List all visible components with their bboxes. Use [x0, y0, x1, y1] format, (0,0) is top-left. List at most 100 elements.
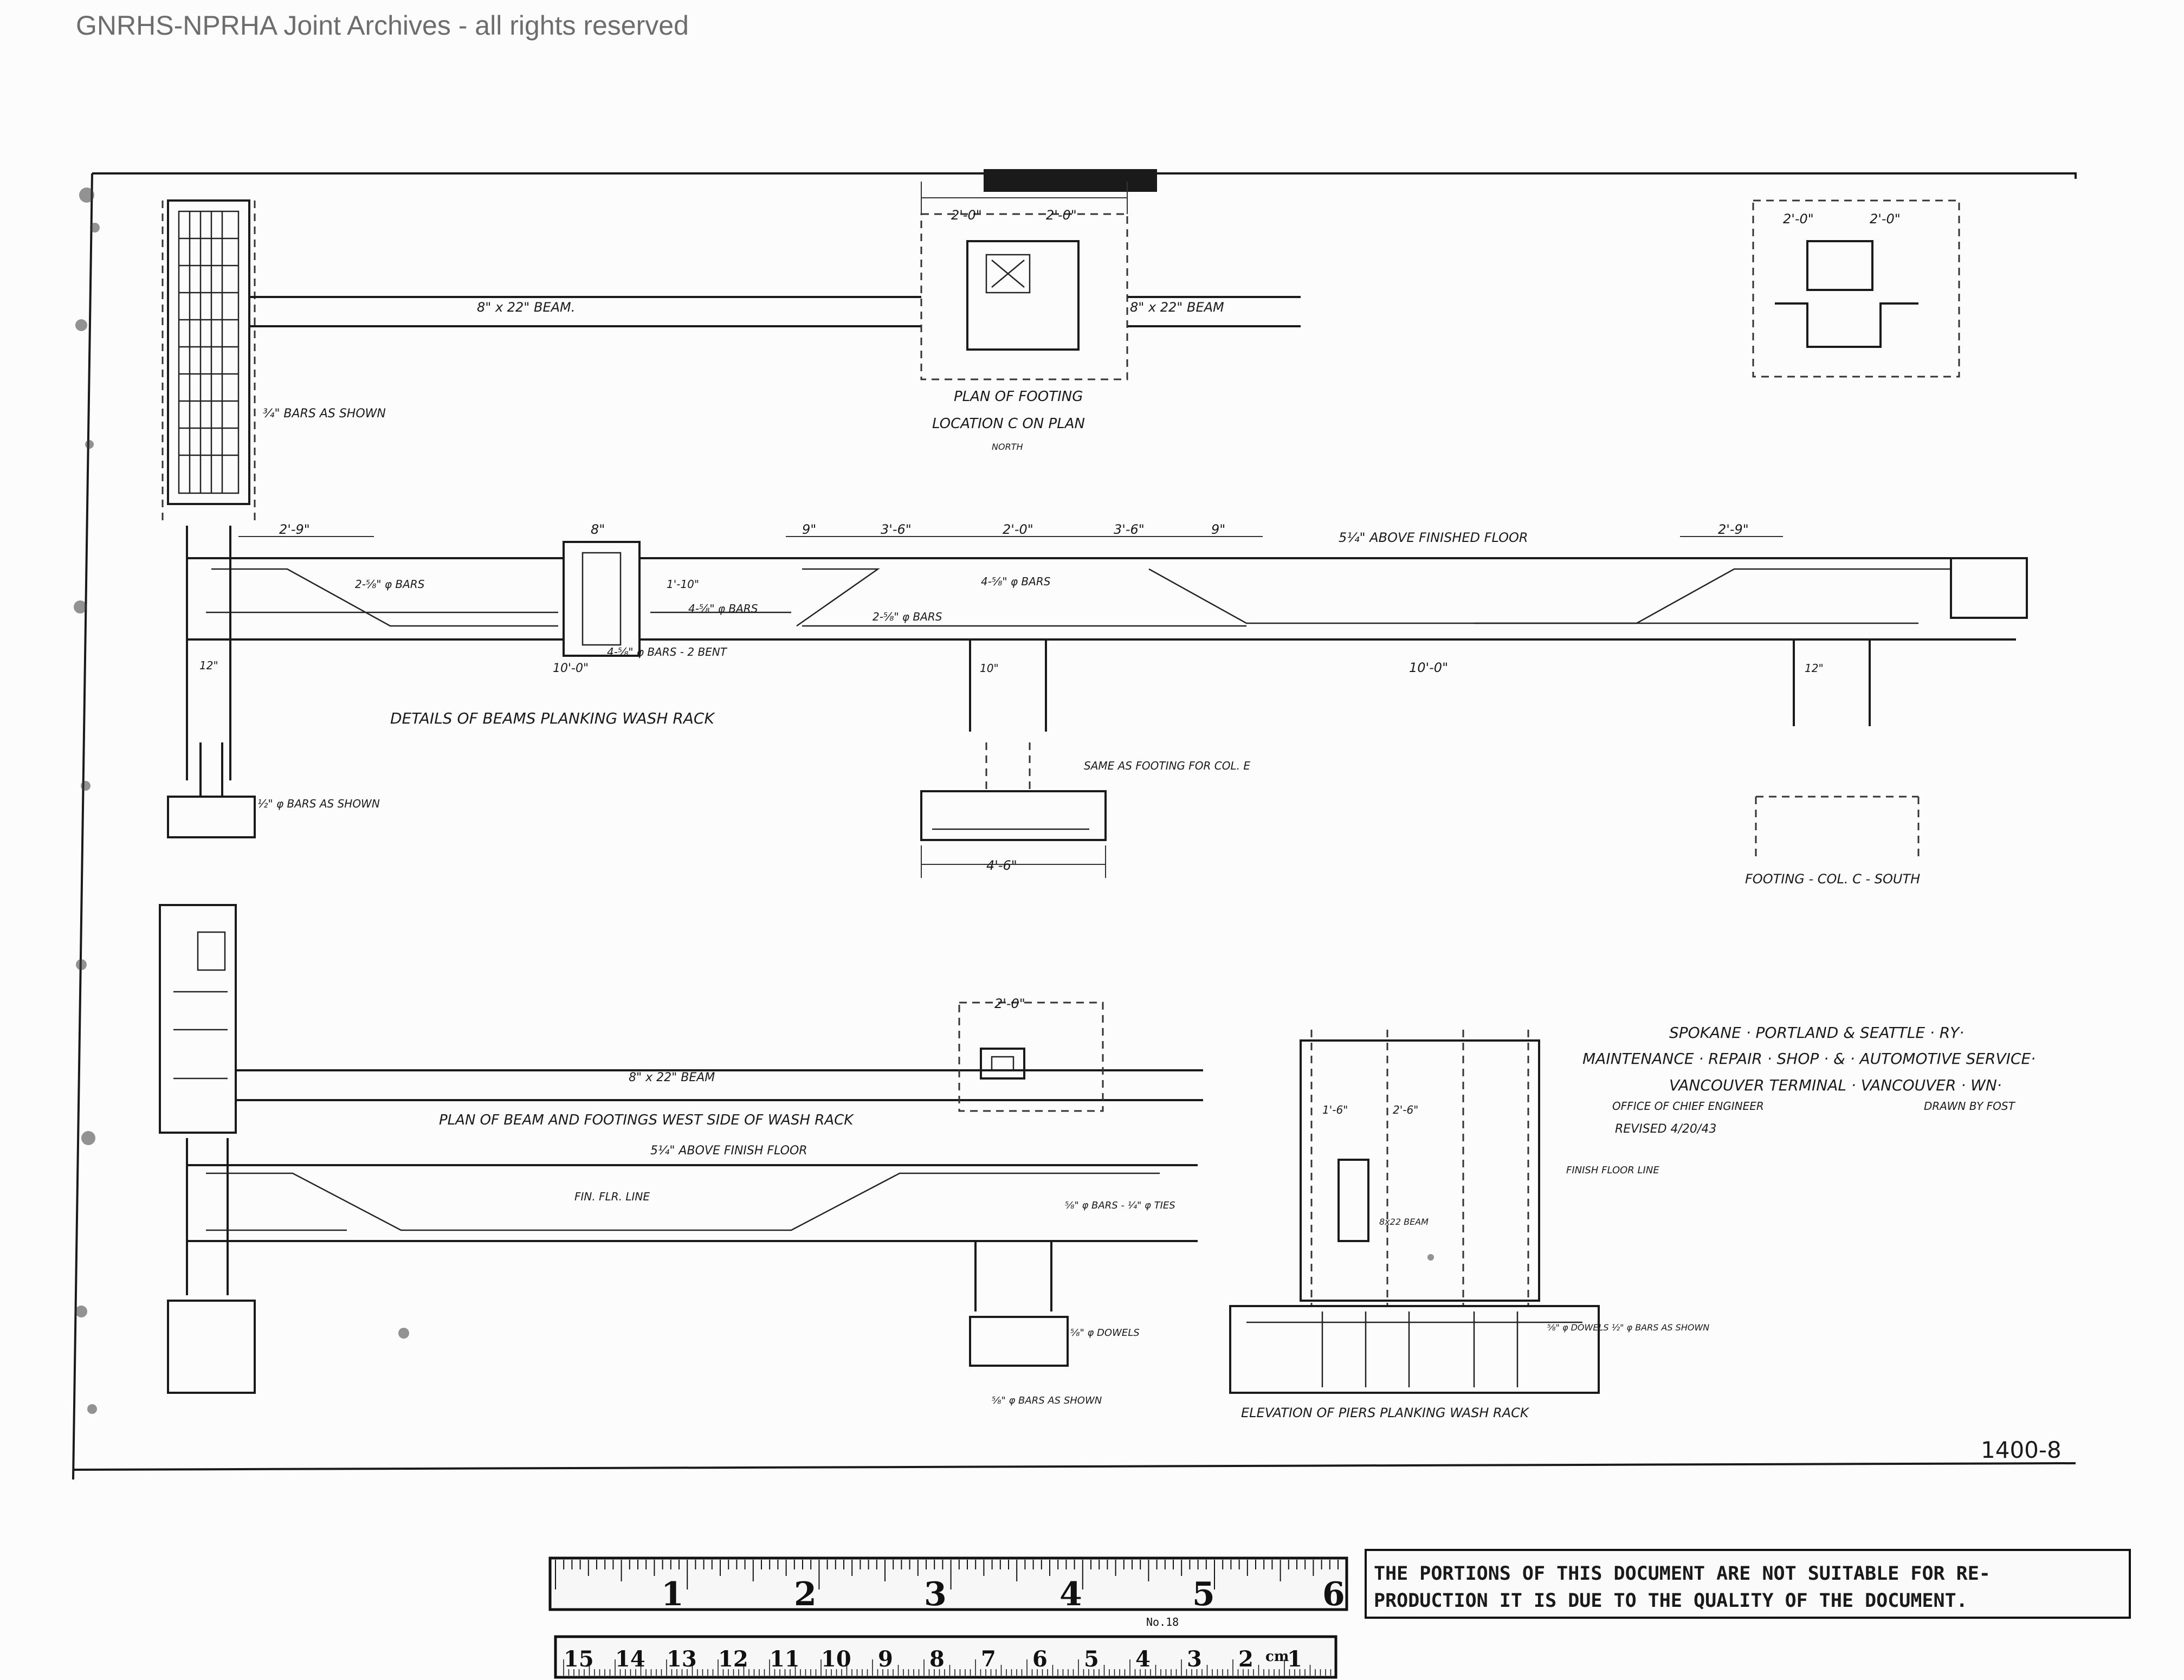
dim-10: 10" — [980, 662, 999, 675]
dim-3-6b: 3'-6" — [1114, 522, 1145, 537]
drawing-number: 1400-8 — [1981, 1437, 2062, 1463]
dim-2-6: 2'-6" — [1393, 1103, 1418, 1116]
bars-2-58: 2-⅝" φ BARS — [355, 578, 425, 591]
sheet-border — [72, 169, 2077, 1480]
elevation-piers: 1'-6" 2'-6" 8x22 BEAM FINISH FLOOR LINE … — [1229, 1030, 1709, 1420]
bars-as-shown-3: ⅝" φ BARS AS SHOWN — [992, 1395, 1102, 1406]
cm-8: 8 — [929, 1646, 945, 1672]
left-lower-column — [159, 904, 256, 1394]
cm-unit: cm — [1265, 1649, 1289, 1665]
plan-of-footing: 2'-0" 2'-0" PLAN OF FOOTING LOCATION C O… — [920, 182, 1128, 452]
notice-line-1: THE PORTIONS OF THIS DOCUMENT ARE NOT SU… — [1374, 1563, 1991, 1585]
title-strip-black — [984, 169, 1157, 192]
inch-2: 2 — [794, 1575, 817, 1613]
dim-2-0c: 2'-0" — [1783, 211, 1814, 227]
cm-3: 3 — [1187, 1646, 1202, 1672]
bars-as-shown-1: ¾" BARS AS SHOWN — [263, 407, 386, 421]
title-drawn-by: DRAWN BY FOST — [1924, 1100, 2016, 1113]
dim-2-0b: 2'-0" — [1046, 208, 1077, 223]
fin-flr-line: FIN. FLR. LINE — [574, 1190, 650, 1203]
inch-4: 4 — [1059, 1575, 1082, 1613]
damage-speckle — [74, 188, 1434, 1414]
title-railway: SPOKANE · PORTLAND & SEATTLE · RY· — [1669, 1024, 1964, 1042]
dim-1-6: 1'-6" — [1322, 1103, 1348, 1116]
cm-1: 1 — [1287, 1646, 1302, 1672]
beam-label-small: 8x22 BEAM — [1379, 1217, 1429, 1227]
inch-5: 5 — [1192, 1575, 1215, 1613]
inch-6: 6 — [1322, 1575, 1345, 1613]
bars-as-shown-2: ½" φ BARS AS SHOWN — [257, 797, 380, 810]
dim-2-9: 2'-9" — [279, 522, 310, 537]
center-footing: 4'-6" 10" SAME AS FOOTING FOR COL. E — [920, 639, 1250, 878]
dim-2-0-west: 2'-0" — [994, 996, 1025, 1011]
right-footing-south: 12" FOOTING - COL. C - SOUTH — [1745, 639, 1920, 887]
cm-2: 2 — [1238, 1646, 1253, 1672]
dim-12b: 12" — [1805, 662, 1824, 675]
dim-3-6: 3'-6" — [881, 522, 912, 537]
dim-2-0-beam: 2'-0" — [1003, 522, 1033, 537]
beam-label-c: 8" x 22" BEAM — [629, 1071, 715, 1084]
dim-9b: 9" — [1211, 522, 1225, 537]
elevation-piers-label: ELEVATION OF PIERS PLANKING WASH RACK — [1241, 1405, 1530, 1420]
title-office: OFFICE OF CHIEF ENGINEER — [1612, 1100, 1764, 1113]
title-revised: REVISED 4/20/43 — [1615, 1122, 1716, 1136]
plan-of-footing-label: PLAN OF FOOTING — [954, 389, 1083, 405]
cm-ruler: 1 2 3 4 5 6 7 8 9 10 11 12 13 14 15 cm — [554, 1635, 1337, 1679]
footing-col-south: FOOTING - COL. C - SOUTH — [1745, 871, 1920, 887]
dim-12: 12" — [199, 659, 218, 672]
archive-notice: GNRHS-NPRHA Joint Archives - all rights … — [76, 10, 689, 41]
beam-label-b: 8" x 22" BEAM — [1130, 300, 1224, 315]
cm-9: 9 — [878, 1646, 893, 1672]
cm-12: 12 — [718, 1646, 748, 1672]
west-beam: 8" x 22" BEAM PLAN OF BEAM AND FOOTINGS … — [236, 996, 1203, 1128]
notice-line-2: PRODUCTION IT IS DUE TO THE QUALITY OF T… — [1374, 1590, 1968, 1612]
title-block: SPOKANE · PORTLAND & SEATTLE · RY· MAINT… — [1582, 1024, 2036, 1136]
left-column-plan — [161, 199, 256, 520]
title-location: VANCOUVER TERMINAL · VANCOUVER · WN· — [1669, 1076, 2002, 1094]
inch-ruler: 1 2 3 4 5 6 No.18 — [548, 1556, 1348, 1629]
inch-1: 1 — [661, 1575, 684, 1613]
title-facility: MAINTENANCE · REPAIR · SHOP · & · AUTOMO… — [1582, 1050, 2036, 1068]
bars-4-58-c: 4-⅝" φ BARS — [981, 575, 1051, 588]
dim-2-0d: 2'-0" — [1870, 211, 1901, 227]
cm-6: 6 — [1032, 1646, 1048, 1672]
ruler-model: No.18 — [1146, 1616, 1179, 1629]
top-right-footing: 2'-0" 2'-0" — [1752, 199, 1960, 378]
finish-floor-line: FINISH FLOOR LINE — [1566, 1165, 1659, 1176]
north-label: NORTH — [992, 442, 1023, 452]
cm-13: 13 — [667, 1646, 697, 1672]
dim-8: 8" — [591, 522, 605, 537]
dim-10-0: 10'-0" — [553, 662, 589, 675]
dim-1-10: 1'-10" — [667, 578, 699, 591]
location-c-label: LOCATION C ON PLAN — [932, 416, 1085, 432]
dim-4-6: 4'-6" — [986, 858, 1017, 873]
same-as-footing: SAME AS FOOTING FOR COL. E — [1084, 759, 1250, 772]
bars-4-58: 4-⅝" φ BARS — [688, 602, 758, 615]
plan-beam-footings: PLAN OF BEAM AND FOOTINGS WEST SIDE OF W… — [439, 1112, 854, 1128]
beam-label-a: 8" x 22" BEAM. — [477, 300, 575, 315]
cm-15: 15 — [564, 1646, 594, 1672]
dim-9: 9" — [802, 522, 816, 537]
reproduction-notice: THE PORTIONS OF THIS DOCUMENT ARE NOT SU… — [1365, 1549, 2131, 1619]
above-finished-floor: 5¼" ABOVE FINISHED FLOOR — [1339, 530, 1528, 545]
cm-11: 11 — [770, 1646, 800, 1672]
dim-2-9b: 2'-9" — [1718, 522, 1749, 537]
inch-3: 3 — [924, 1575, 947, 1613]
dim-10-0b: 10'-0" — [1409, 660, 1448, 675]
dowels-58: ⅝" φ DOWELS — [1070, 1327, 1140, 1339]
lower-beam-details: 5¼" ABOVE FINISH FLOOR FIN. FLR. LINE ⅝"… — [187, 1144, 1198, 1406]
bars-2-58-b: 2-⅝" φ BARS — [873, 610, 942, 623]
cm-5: 5 — [1084, 1646, 1099, 1672]
cm-4: 4 — [1135, 1646, 1151, 1672]
beam-details: 2'-9" 8" 9" 3'-6" 2'-0" 3'-6" 9" 2'-9" 5… — [167, 522, 2028, 838]
dim-2-0: 2'-0" — [951, 208, 982, 223]
cm-10: 10 — [821, 1646, 851, 1672]
cm-7: 7 — [981, 1646, 996, 1672]
above-finish-floor2: 5¼" ABOVE FINISH FLOOR — [650, 1144, 807, 1158]
details-beams-label: DETAILS OF BEAMS PLANKING WASH RACK — [390, 709, 715, 727]
top-beam: 8" x 22" BEAM. 8" x 22" BEAM — [249, 296, 1301, 327]
dowels-bars-shown: ⅝" φ DOWELS ½" φ BARS AS SHOWN — [1547, 1322, 1709, 1333]
bars-4-58-bent: 4-⅝" φ BARS - 2 BENT — [607, 645, 728, 658]
bars-58-ties: ⅝" φ BARS - ¼" φ TIES — [1065, 1200, 1175, 1211]
